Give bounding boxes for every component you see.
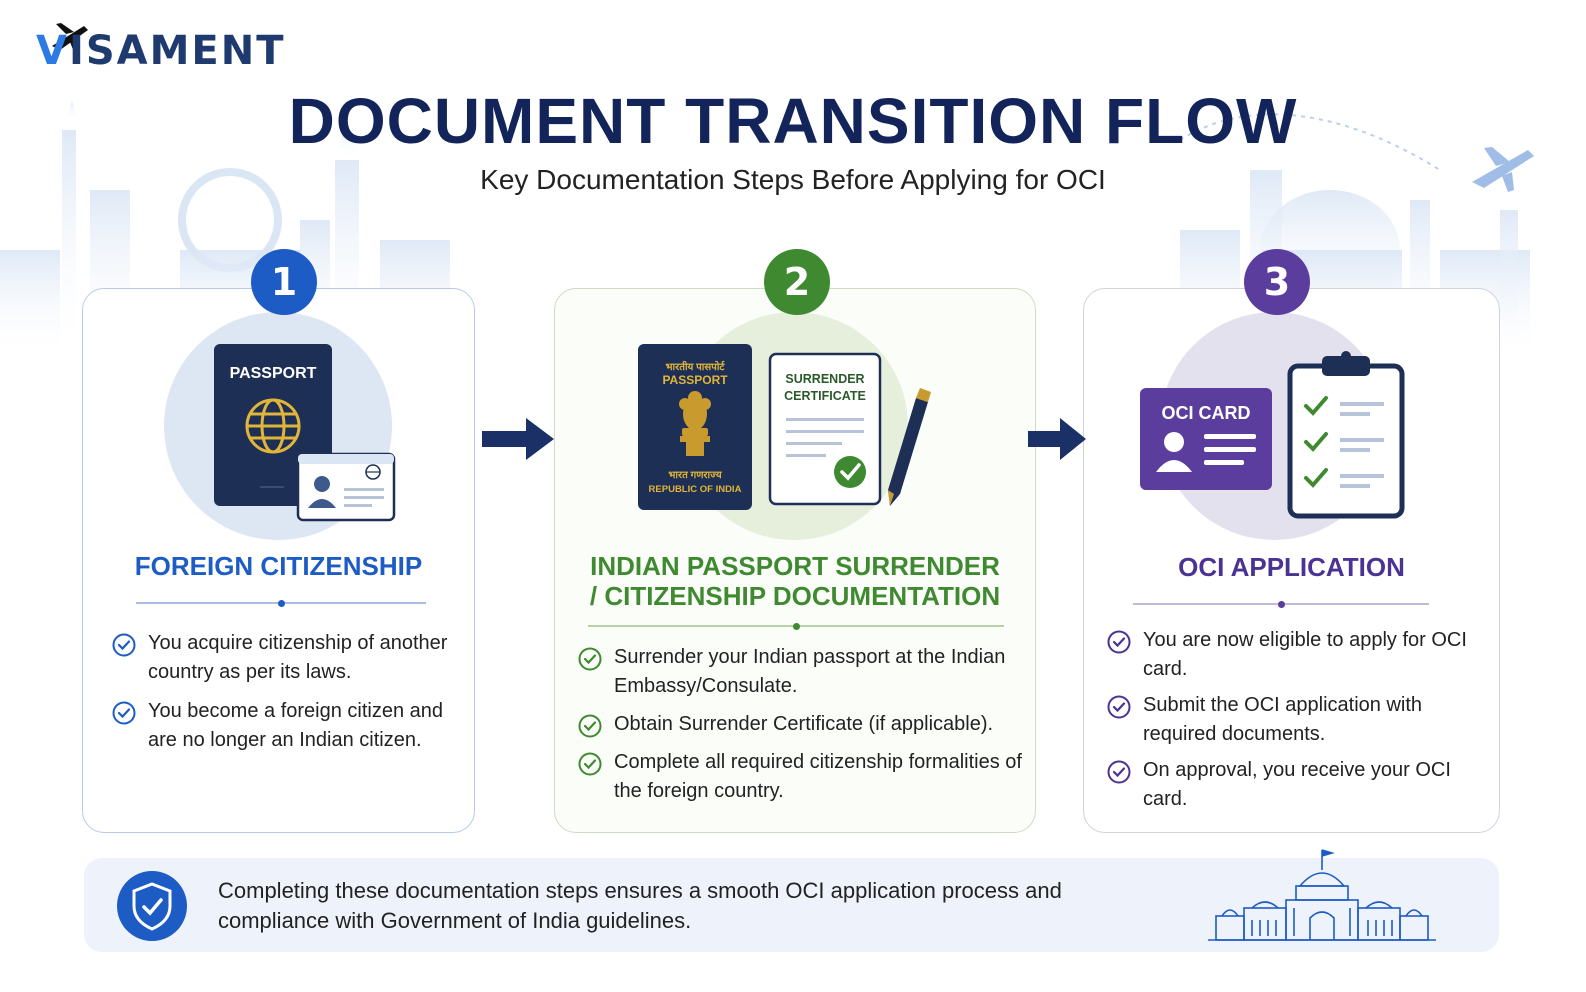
footer-text: Completing these documentation steps ens… xyxy=(218,878,1062,933)
checklist-text: Surrender your Indian passport at the In… xyxy=(614,646,1006,697)
checklist-text: On approval, you receive your OCI card. xyxy=(1143,759,1451,810)
step-checklist: Surrender your Indian passport at the In… xyxy=(578,643,1028,815)
checklist-item: On approval, you receive your OCI card. xyxy=(1107,756,1477,814)
flow-arrow-icon xyxy=(482,418,554,460)
step-checklist: You acquire citizenship of another count… xyxy=(112,629,462,765)
foreign-passport-illustration: PASSPORT xyxy=(214,344,396,522)
certificate-line1: SURRENDER xyxy=(785,372,864,386)
airplane-icon xyxy=(1472,147,1534,192)
checklist-item: You are now eligible to apply for OCI ca… xyxy=(1107,626,1477,684)
page-title: DOCUMENT TRANSITION FLOW xyxy=(288,85,1298,157)
emblem-icon xyxy=(679,391,711,456)
checklist-text: Complete all required citizenship formal… xyxy=(614,751,1022,802)
passport-label: PASSPORT xyxy=(662,373,728,387)
step-number-badge: 2 xyxy=(764,249,830,315)
logo-wordmark: VISAMENT xyxy=(36,28,286,74)
step-title: FOREIGN CITIZENSHIP xyxy=(134,551,423,581)
flow-arrow-icon xyxy=(1028,418,1086,460)
checklist-item: Submit the OCI application with required… xyxy=(1107,691,1477,749)
check-circle-icon xyxy=(1107,630,1131,654)
title-divider xyxy=(136,599,426,607)
step-checklist: You are now eligible to apply for OCI ca… xyxy=(1107,626,1477,821)
surrender-illustration: भारतीय पासपोर्ट PASSPORT भारत गणराज्य RE… xyxy=(638,344,931,510)
pen-icon xyxy=(888,388,931,506)
logo-letter-v: V xyxy=(36,28,69,74)
check-circle-icon xyxy=(112,633,136,657)
logo-letters: ISAMENT xyxy=(68,28,286,74)
checklist-text: You acquire citizenship of another count… xyxy=(148,632,448,683)
step-number-badge: 1 xyxy=(251,249,317,315)
page-subtitle: Key Documentation Steps Before Applying … xyxy=(480,164,1106,195)
step-title: INDIAN PASSPORT SURRENDER / CITIZENSHIP … xyxy=(589,551,1001,611)
id-card-icon xyxy=(296,452,396,522)
passport-hindi-label: भारतीय पासपोर्ट xyxy=(666,360,726,373)
check-circle-icon xyxy=(578,647,602,671)
step-number-badge: 3 xyxy=(1244,249,1310,315)
oci-card-icon: OCI CARD xyxy=(1140,388,1272,490)
check-circle-icon xyxy=(578,714,602,738)
checklist-text: Obtain Surrender Certificate (if applica… xyxy=(614,713,994,735)
certificate-line2: CERTIFICATE xyxy=(784,389,866,403)
brand-logo[interactable]: VISAMENT xyxy=(36,23,286,76)
checklist-item: Complete all required citizenship formal… xyxy=(578,748,1028,806)
republic-label: REPUBLIC OF INDIA xyxy=(649,484,742,495)
plane-icon xyxy=(52,23,88,52)
passport-label: PASSPORT xyxy=(230,365,317,382)
oci-illustration: OCI CARD xyxy=(1140,351,1405,519)
checklist-item: You become a foreign citizen and are no … xyxy=(112,697,462,755)
republic-hindi-label: भारत गणराज्य xyxy=(668,470,722,481)
checklist-text: You become a foreign citizen and are no … xyxy=(148,700,444,751)
checklist-item: You acquire citizenship of another count… xyxy=(112,629,462,687)
title-divider xyxy=(588,622,1004,630)
check-circle-icon xyxy=(112,701,136,725)
checklist-text: You are now eligible to apply for OCI ca… xyxy=(1143,629,1467,680)
check-circle-icon xyxy=(1107,695,1131,719)
checklist-item: Surrender your Indian passport at the In… xyxy=(578,643,1028,701)
certificate-icon: SURRENDER CERTIFICATE xyxy=(768,352,882,506)
oci-card-label: OCI CARD xyxy=(1162,403,1251,423)
checklist-text: Submit the OCI application with required… xyxy=(1143,694,1423,745)
shield-check-icon xyxy=(117,871,187,941)
parliament-building-icon xyxy=(1208,849,1436,941)
title-divider xyxy=(1133,600,1429,608)
check-circle-icon xyxy=(578,752,602,776)
clipboard-icon xyxy=(1287,351,1405,519)
footer-note-panel xyxy=(84,858,1499,952)
checklist-item: Obtain Surrender Certificate (if applica… xyxy=(578,710,1028,739)
step-title: OCI APPLICATION xyxy=(1178,552,1405,582)
globe-icon xyxy=(245,398,301,454)
check-circle-icon xyxy=(1107,760,1131,784)
